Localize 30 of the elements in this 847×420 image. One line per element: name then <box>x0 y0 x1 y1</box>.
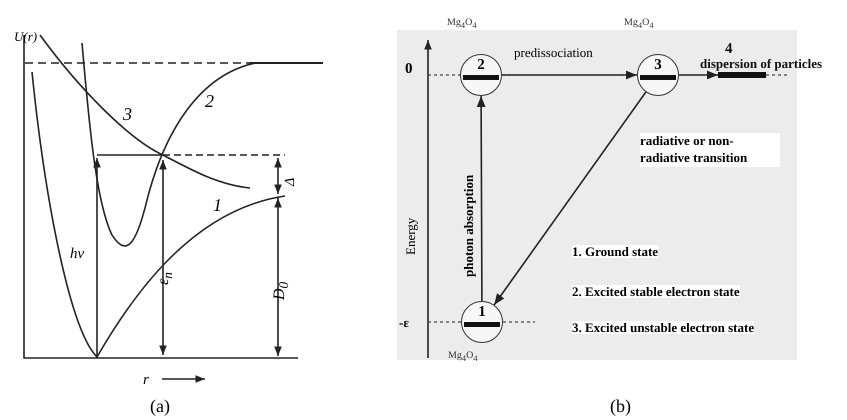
text-label: 3. Excited unstable electron state <box>572 321 754 334</box>
text-label: r <box>143 373 149 388</box>
text-label: -ε <box>399 316 409 329</box>
edge-label: photon absorption <box>461 174 476 278</box>
state-number: 1 <box>478 305 486 320</box>
arrow <box>679 70 718 80</box>
state-number: 2 <box>477 58 485 73</box>
text-label: radiative or non-radiative transition <box>640 133 780 167</box>
text-label: 2 <box>205 92 214 110</box>
text-label: hν <box>70 247 84 262</box>
text-label: Δ <box>284 178 298 186</box>
text-label: 3 <box>123 105 132 123</box>
state-number: 3 <box>654 58 662 73</box>
text-label: (a) <box>150 397 170 415</box>
formula-label: Mg$_{4}$O$_{4}$ <box>448 350 478 363</box>
state-number: 4 <box>725 41 732 58</box>
text-label: 0 <box>405 62 412 77</box>
arrow <box>476 96 486 301</box>
arrow <box>494 92 646 306</box>
edge-label: predissociation <box>513 45 594 60</box>
text-label: (b) <box>610 397 631 415</box>
formula-label: Mg$_{4}$O$_{4}$ <box>624 17 654 30</box>
text-label: U(r) <box>14 30 38 43</box>
state-caption: dispersion of particles <box>700 56 822 72</box>
formula-label: Mg$_{4}$O$_{4}$ <box>447 17 476 30</box>
text-label: 1 <box>213 196 222 214</box>
text-label: 2. Excited stable electron state <box>572 285 740 298</box>
arrow <box>502 70 637 80</box>
text-label: 1. Ground state <box>572 245 658 258</box>
text-label: Energy <box>404 218 417 255</box>
